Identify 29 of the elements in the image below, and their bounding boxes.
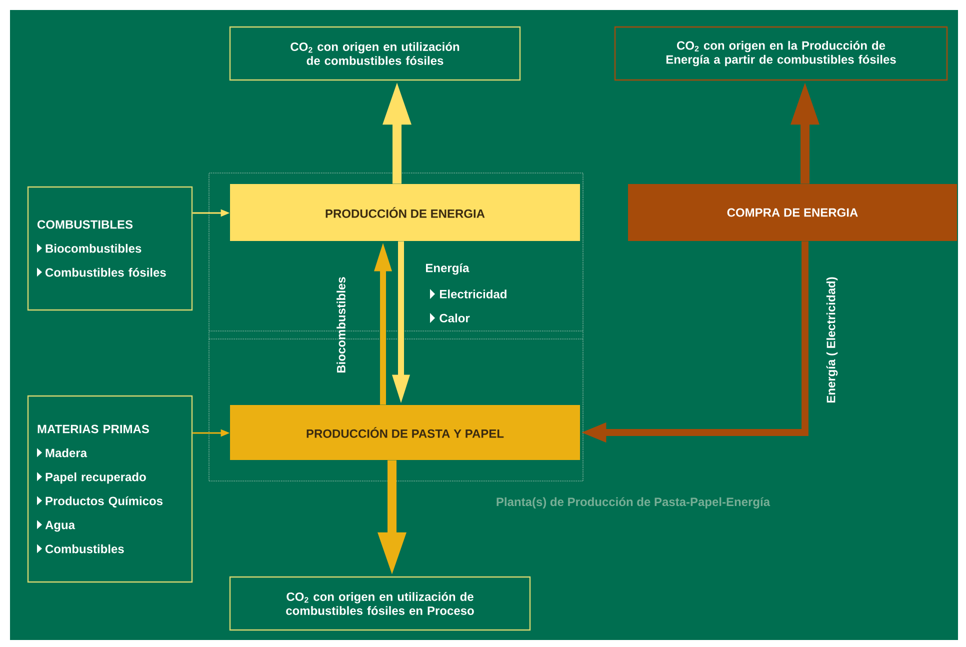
process-box [628, 184, 957, 241]
list-item: Biocombustibles [46, 244, 142, 253]
list-item: Calor [440, 314, 470, 322]
box-text: CO$_{2}$ con origen en la Producción de Energía a partir de combustibles fósiles [666, 40, 896, 66]
process-box [230, 184, 580, 241]
box-text: CO$_{2}$ con origen en utilización de combustibles fósiles en Proceso [286, 592, 474, 615]
edge-label: Biocombustibles [336, 277, 346, 373]
text-box [229, 26, 521, 81]
list-item: Productos Químicos [46, 496, 163, 508]
edge-label: Energía ( Electricidad) [826, 277, 838, 403]
list-item: Electricidad [440, 290, 506, 298]
list-heading: COMBUSTIBLES [38, 220, 133, 229]
edge-label: Energía [426, 263, 470, 275]
list-item: Papel recuperado [46, 472, 146, 484]
box-title: COMPRA DE ENERGIA [727, 208, 858, 217]
text-box [614, 26, 948, 81]
list-box [27, 186, 193, 311]
box-text: CO$_{2}$ con origen en utilización de combustibles fósiles [290, 42, 460, 65]
list-item: Combustibles [46, 544, 124, 554]
list-item: Madera [46, 448, 88, 458]
text-box [229, 576, 531, 631]
process-box [230, 405, 580, 460]
list-item: Combustibles fósiles [46, 268, 166, 277]
group-caption: Planta(s) de Producción de Pasta-Papel-Energía [496, 497, 770, 509]
box-title: PRODUCCIÓN DE ENERGIA [326, 207, 485, 218]
list-item: Agua [45, 520, 76, 532]
list-heading: MATERIAS PRIMAS [38, 424, 149, 434]
list-box [27, 395, 193, 583]
box-title: PRODUCCIÓN DE PASTA Y PAPEL [306, 427, 504, 438]
